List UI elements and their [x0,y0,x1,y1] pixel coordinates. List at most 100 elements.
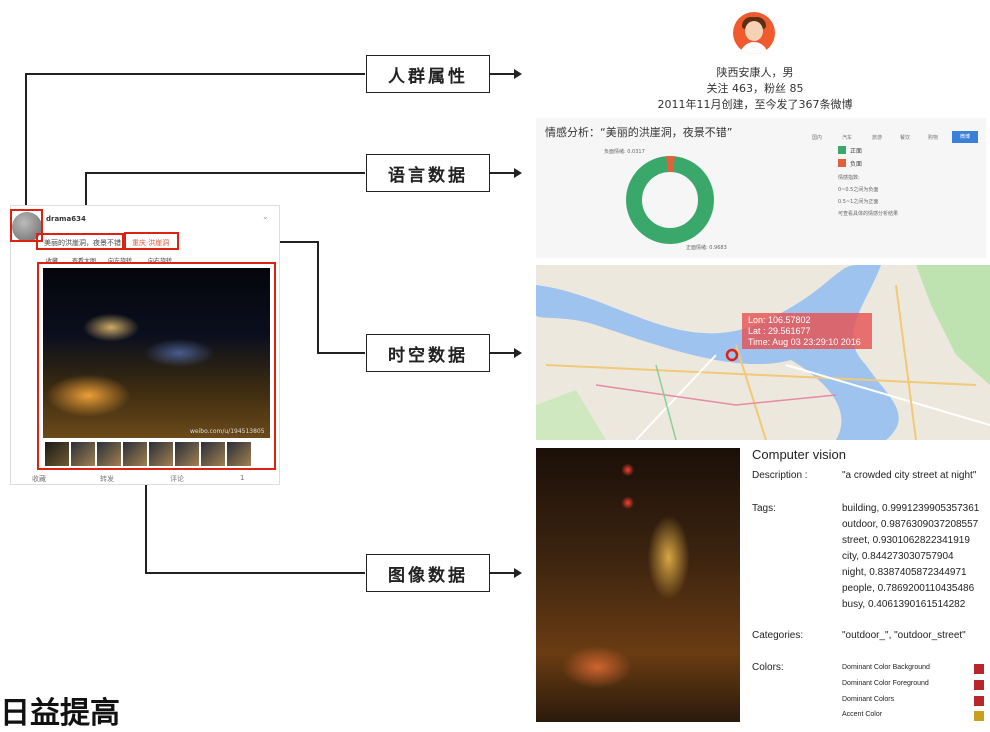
post-main-photo[interactable] [43,268,270,438]
photo-watermark: weibo.com/u/194513805 [190,428,265,435]
cv-colors-label: Colors: [752,662,784,673]
sentiment-note-4: 可查看具体的情感分析结果 [838,211,899,217]
legend-positive-label: 正面 [850,148,863,155]
thumbnail-6[interactable] [175,442,199,466]
cv-color-swatch-2 [974,696,984,706]
sentiment-tab-3[interactable]: 餐饮 [900,135,911,141]
connector-language-out [490,172,516,174]
sentiment-positive-label: 正面情绪: 0.9683 [686,245,727,251]
sentiment-tab-4[interactable]: 购物 [928,135,939,141]
cv-color-row-1: Dominant Color Foreground [842,680,929,687]
connector-image-vertical [145,470,147,573]
cv-tags-label: Tags: [752,503,776,514]
sentiment-note-2: 0~0.5之间为负面 [838,187,879,193]
cv-tag-5: people, 0.7869200110435486 [842,583,975,594]
sentiment-tab-1[interactable]: 汽车 [842,135,853,141]
sentiment-note-1: 情感指数: [838,175,860,181]
post-action-view-large[interactable]: 查看大图 [72,258,97,265]
thumbnail-3[interactable] [97,442,121,466]
cv-description: "a crowded city street at night" [842,470,977,481]
arrow-space [514,348,522,358]
label-language-data: 语言数据 [366,154,490,192]
cv-color-swatch-0 [974,664,984,674]
connector-image-horizontal [145,572,365,574]
sentiment-title: 情感分析：“美丽的洪崖洞，夜景不错” [545,126,733,139]
highlight-post-text [36,233,124,250]
donut-positive [626,156,714,244]
post-text: 美丽的洪崖洞，夜景不错 [44,239,121,247]
cv-color-swatch-1 [974,680,984,690]
arrow-crowd [514,69,522,79]
cropped-slide-text: 日益提高 [0,696,120,731]
post-action-rotate-left[interactable]: 向左旋转 [108,258,133,265]
map-location-marker [725,348,739,362]
cv-description-label: Description : [752,470,808,481]
cv-color-row-3: Accent Color [842,711,883,718]
connector-crowd-out [490,73,516,75]
cv-tag-2: street, 0.9301062822341919 [842,535,970,546]
map-tooltip [742,313,872,349]
cv-categories: "outdoor_", "outdoor_street" [842,630,966,641]
post-username[interactable]: drama634 [46,215,86,223]
highlight-post-images [37,262,276,470]
map-time: Time: Aug 03 23:29:10 2016 [748,337,861,347]
highlight-post-location [124,232,179,250]
label-spatiotemporal-data: 时空数据 [366,334,490,372]
profile-follow-stats: 关注 463，粉丝 85 [706,82,804,95]
cv-tag-0: building, 0.9991239905357361 [842,503,980,514]
cv-color-row-0: Dominant Color Background [842,664,930,671]
user-avatar-icon [733,12,775,54]
cv-color-swatch-3 [974,711,984,721]
thumbnail-2[interactable] [71,442,95,466]
connector-space-out [490,352,516,354]
cv-tag-3: city, 0.844273030757904 [842,551,954,562]
connector-crowd-horizontal [25,73,365,75]
sentiment-tab-5[interactable]: 微博 [952,131,978,143]
connector-space-vertical2 [317,241,319,353]
post-footer-comment[interactable]: 评论 [170,475,184,483]
post-action-rotate-right[interactable]: 向右旋转 [148,258,173,265]
sentiment-note-3: 0.5~1之间为正面 [838,199,879,205]
post-footer-collect[interactable]: 收藏 [32,475,46,483]
cv-tag-6: busy, 0.4061390161514282 [842,599,966,610]
post-action-collect[interactable]: 收藏 [46,258,59,265]
arrow-image [514,568,522,578]
cv-categories-label: Categories: [752,630,804,641]
legend-negative-swatch [838,159,846,167]
thumbnail-5[interactable] [149,442,173,466]
thumbnail-8[interactable] [227,442,251,466]
sentiment-panel [536,118,986,258]
connector-language-horizontal [85,172,365,174]
cv-title: Computer vision [752,447,846,462]
connector-language-vertical [85,172,87,234]
sentiment-tab-2[interactable]: 旅游 [872,135,883,141]
map-lat: Lat : 29.561677 [748,326,811,336]
sentiment-tab-0[interactable]: 国内 [812,135,823,141]
highlight-avatar [10,209,43,242]
profile-origin-gender: 陕西安康人，男 [716,66,794,79]
arrow-language [514,168,522,178]
cv-color-row-2: Dominant Colors [842,696,895,703]
map-panel[interactable]: Lon: 106.57802 Lat : 29.561677 Time: Aug… [536,265,990,440]
label-image-data: 图像数据 [366,554,490,592]
thumbnail-4[interactable] [123,442,147,466]
post-dropdown-icon[interactable]: ⌄ [262,212,269,221]
label-crowd-attributes: 人群属性 [366,55,490,93]
cv-analyzed-photo [536,448,740,722]
cv-tag-1: outdoor, 0.9876309037208557 [842,519,979,530]
connector-image-out [490,572,516,574]
connector-space-horizontal2 [317,352,365,354]
cv-tag-4: night, 0.8387405872344971 [842,567,967,578]
legend-negative-label: 负面 [850,161,863,168]
profile-created: 2011年11月创建，至今发了367条微博 [657,98,853,111]
thumbnail-1[interactable] [45,442,69,466]
post-location[interactable]: 重庆·洪崖洞 [132,239,170,247]
connector-crowd-vertical [25,73,27,213]
post-footer-like-count[interactable]: 1 [240,474,245,482]
legend-positive-swatch [838,146,846,154]
thumbnail-7[interactable] [201,442,225,466]
map-lon: Lon: 106.57802 [748,315,811,325]
post-footer-repost[interactable]: 转发 [100,475,114,483]
sentiment-negative-label: 负面情绪: 0.0317 [604,149,645,155]
sentiment-donut [626,156,714,244]
